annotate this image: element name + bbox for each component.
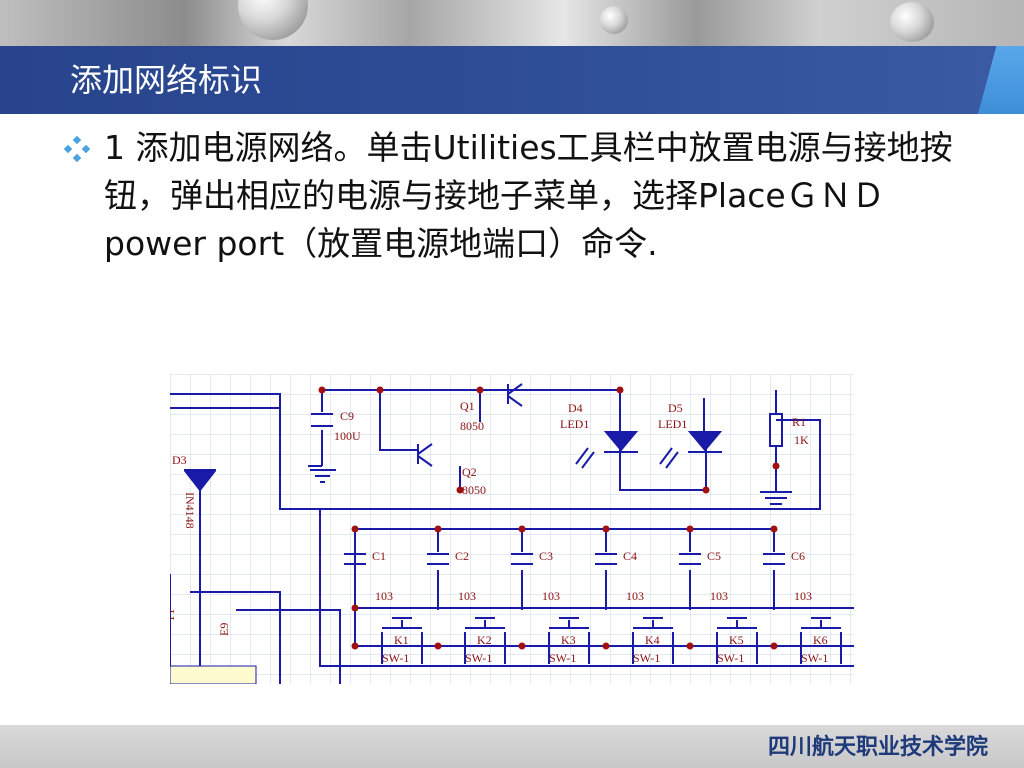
capacitors <box>311 413 785 565</box>
body-paragraph: 1 添加电源网络。单击Utilities工具栏中放置电源与接地按钮，弹出相应的电… <box>104 128 953 263</box>
label-q2: Q2 <box>462 465 477 479</box>
label-c9: C9 <box>340 409 354 423</box>
label-k5-type: SW-1 <box>717 651 744 665</box>
label-c6: C6 <box>791 549 805 563</box>
label-c4-val: 103 <box>626 589 644 603</box>
label-k6-type: SW-1 <box>801 651 828 665</box>
leds <box>575 431 723 469</box>
label-c5-val: 103 <box>710 589 728 603</box>
label-k6: K6 <box>813 633 828 647</box>
water-drop-decoration <box>600 6 628 34</box>
label-c3: C3 <box>539 549 553 563</box>
label-k4-type: SW-1 <box>633 651 660 665</box>
label-t1: T1 <box>170 609 177 622</box>
label-r1-val: 1K <box>794 433 809 447</box>
component-labels: Q1 8050 Q2 8050 C9 100U D4 LED1 D5 LED1 … <box>170 399 828 665</box>
label-k1-type: SW-1 <box>382 651 409 665</box>
label-c1: C1 <box>372 549 386 563</box>
label-c2-val: 103 <box>458 589 476 603</box>
label-q1: Q1 <box>460 399 475 413</box>
title-band <box>0 46 1000 114</box>
footer-institution: 四川航天职业技术学院 <box>767 735 988 760</box>
label-k2-type: SW-1 <box>465 651 492 665</box>
connector-block <box>170 665 257 684</box>
label-d4: D4 <box>568 401 583 415</box>
label-q1-type: 8050 <box>460 419 484 433</box>
label-d5-type: LED1 <box>658 417 687 431</box>
footer-bar <box>0 725 1024 768</box>
label-q2-type: 8050 <box>462 483 486 497</box>
label-c2: C2 <box>455 549 469 563</box>
transistors <box>417 383 523 467</box>
label-k3: K3 <box>561 633 576 647</box>
label-k1: K1 <box>394 633 409 647</box>
label-c6-val: 103 <box>794 589 812 603</box>
capacitor-wires <box>354 529 775 610</box>
label-d3-type: IN4148 <box>183 492 197 529</box>
junction-dots <box>318 386 780 650</box>
diamond-bullet-icon <box>64 136 90 162</box>
label-r1: R1 <box>792 415 806 429</box>
slide-title: 添加网络标识 <box>70 61 263 99</box>
label-k5: K5 <box>729 633 744 647</box>
label-c1-val: 103 <box>375 589 393 603</box>
label-k2: K2 <box>477 633 492 647</box>
circuit-schematic: Q1 8050 Q2 8050 C9 100U D4 LED1 D5 LED1 … <box>170 374 854 684</box>
label-c4: C4 <box>623 549 637 563</box>
label-c9-val: 100U <box>334 429 361 443</box>
label-d3: D3 <box>172 453 187 467</box>
header-photo-strip <box>0 0 1024 46</box>
label-c5: C5 <box>707 549 721 563</box>
water-drop-decoration <box>238 0 308 40</box>
label-d5: D5 <box>668 401 683 415</box>
ground-symbols <box>308 465 792 505</box>
resistor-r1 <box>769 413 783 447</box>
label-c3-val: 103 <box>542 589 560 603</box>
push-buttons <box>381 617 842 664</box>
diode-d3 <box>183 469 217 492</box>
label-k4: K4 <box>645 633 660 647</box>
water-drop-decoration <box>890 2 934 42</box>
label-d4-type: LED1 <box>560 417 589 431</box>
label-e9: E9 <box>217 623 231 636</box>
label-k3-type: SW-1 <box>549 651 576 665</box>
